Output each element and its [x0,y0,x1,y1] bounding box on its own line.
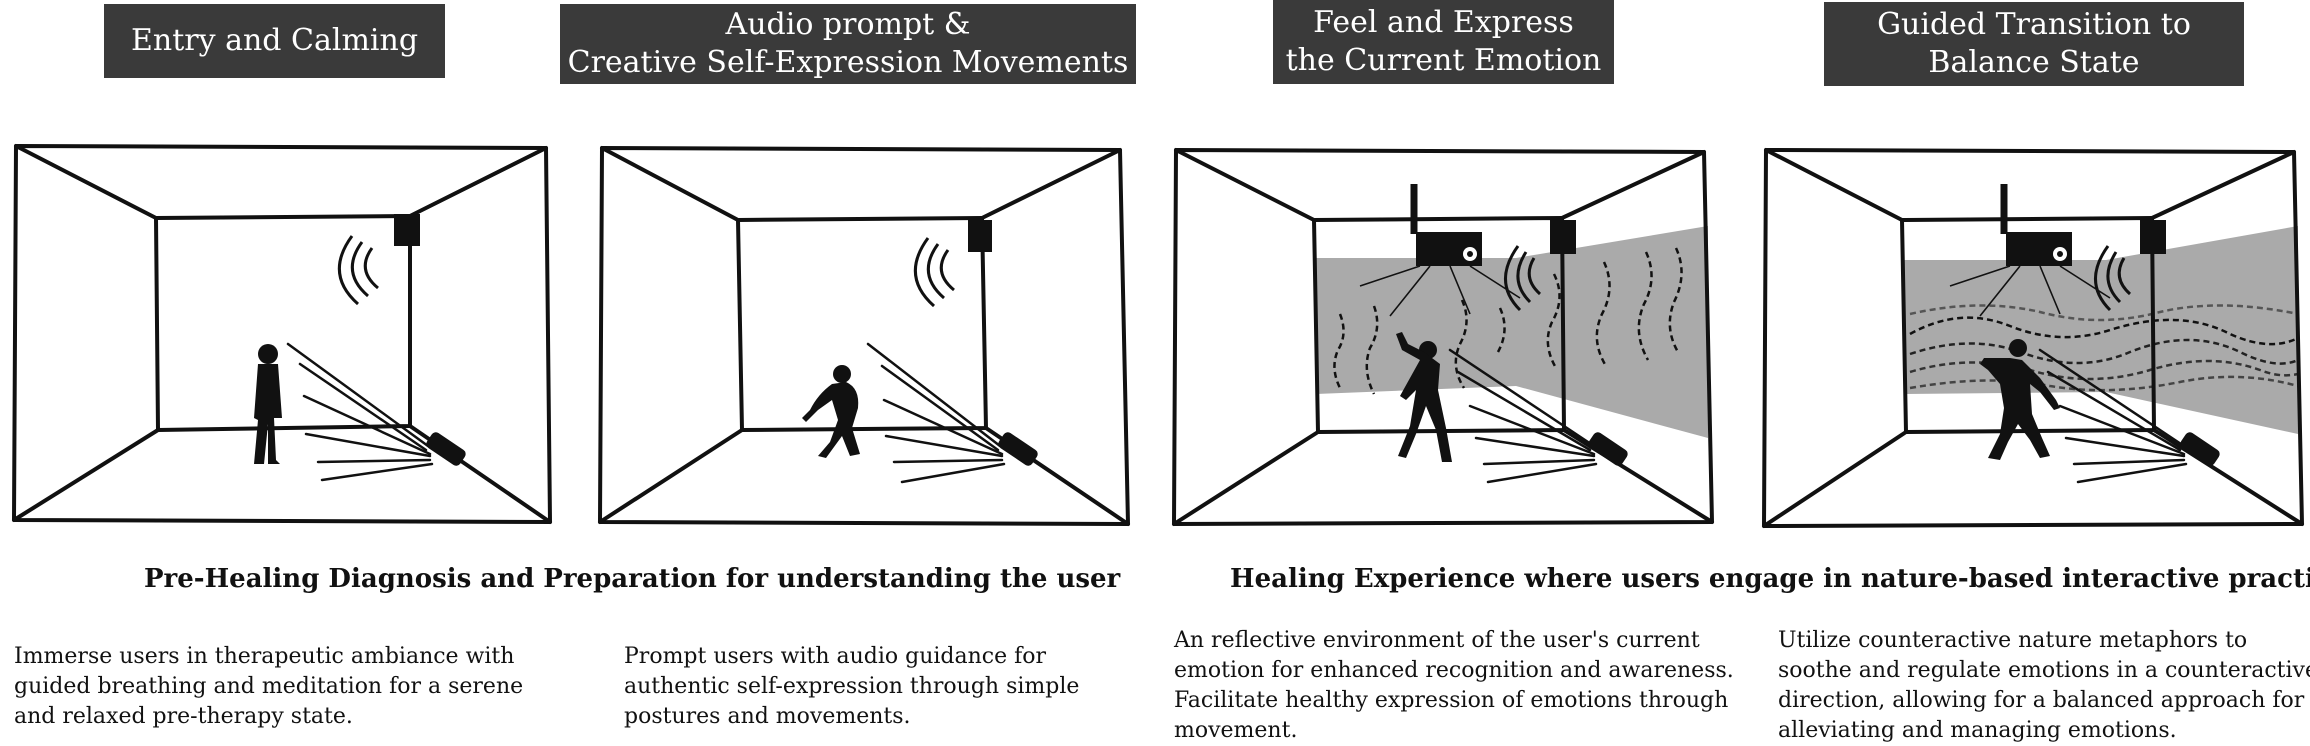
description-line: alleviating and managing emotions. [1778,718,2177,743]
speaker-icon [2140,220,2166,254]
stage-title-line: Balance State [1928,45,2140,80]
sound-waves-icon [914,237,955,308]
description-line: movement. [1174,718,1298,743]
floor-projector-icon [998,432,1038,466]
stage-title-line: Feel and Express [1313,5,1574,40]
room-illustration-audio-prompt [598,146,1130,526]
stage-description-transition: Utilize counteractive nature metaphors t… [1778,626,2310,746]
sound-waves-icon [338,235,379,306]
person-silhouette-icon [254,344,282,464]
floor-projector-icon [1588,432,1628,466]
description-line: An reflective environment of the user's … [1174,628,1700,653]
speaker-icon [968,220,992,252]
stage-title-line: Guided Transition to [1877,7,2191,42]
ceiling-projector-icon [2000,184,2072,266]
person-silhouette-icon [1396,332,1452,462]
floor-projector-icon [426,432,466,466]
stage-title-transition: Guided Transition to Balance State [1824,2,2244,86]
stage-title-line: the Current Emotion [1285,43,1602,78]
description-line: emotion for enhanced recognition and awa… [1174,658,1734,683]
stage-title-line: Creative Self-Expression Movements [567,45,1129,80]
description-line: postures and movements. [624,704,911,729]
speaker-icon [1550,220,1576,254]
phase-label-pre-healing: Pre-Healing Diagnosis and Preparation fo… [144,564,1121,594]
description-line: and relaxed pre-therapy state. [14,704,353,729]
phase-label-healing-experience: Healing Experience where users engage in… [1230,564,2310,594]
description-line: Facilitate healthy expression of emotion… [1174,688,1729,713]
stage-title-audio-prompt: Audio prompt & Creative Self-Expression … [560,4,1136,84]
stage-description-entry: Immerse users in therapeutic ambiance wi… [14,642,523,732]
description-line: Prompt users with audio guidance for [624,644,1047,669]
description-line: guided breathing and meditation for a se… [14,674,524,699]
stage-title-feel-express: Feel and Express the Current Emotion [1273,0,1614,84]
ceiling-projector-icon [1410,184,1482,266]
room-illustration-entry [12,144,552,524]
description-line: authentic self-expression through simple [624,674,1080,699]
sound-waves-icon [2094,245,2132,312]
stage-title-line: Entry and Calming [130,23,419,58]
stage-title-line: Audio prompt & [725,7,971,42]
stage-description-feel-express: An reflective environment of the user's … [1174,626,1734,746]
description-line: soothe and regulate emotions in a counte… [1778,658,2310,683]
floor-projector-icon [2180,432,2220,466]
description-line: Utilize counteractive nature metaphors t… [1778,628,2248,653]
stage-title-entry: Entry and Calming [104,4,445,78]
sound-waves-icon [1504,245,1542,312]
description-line: direction, allowing for a balanced appro… [1778,688,2305,713]
person-silhouette-icon [802,365,860,458]
room-illustration-transition [1762,148,2304,528]
room-illustration-feel-express [1172,148,1714,526]
stage-description-audio-prompt: Prompt users with audio guidance for aut… [624,642,1079,732]
speaker-icon [394,214,420,246]
person-silhouette-icon [1980,339,2060,460]
description-line: Immerse users in therapeutic ambiance wi… [14,644,515,669]
